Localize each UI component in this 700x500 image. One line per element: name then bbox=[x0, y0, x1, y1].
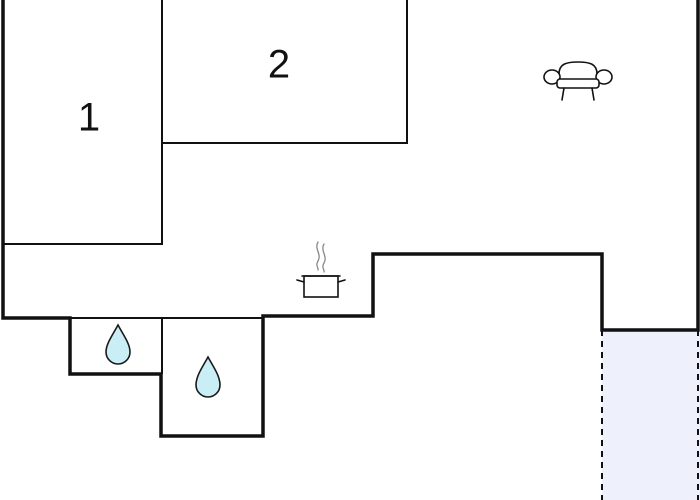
outer-wall bbox=[1, 0, 700, 438]
cooking-pot-icon bbox=[296, 241, 346, 298]
terrace-area bbox=[602, 330, 700, 500]
room-2-label: 2 bbox=[268, 43, 290, 87]
room-1-walls bbox=[3, 0, 163, 245]
water-drop-icon bbox=[195, 355, 221, 398]
room-1-label: 1 bbox=[78, 96, 100, 140]
sofa-icon bbox=[543, 61, 613, 101]
water-drop-icon bbox=[105, 323, 131, 365]
room-2-walls bbox=[162, 0, 408, 144]
